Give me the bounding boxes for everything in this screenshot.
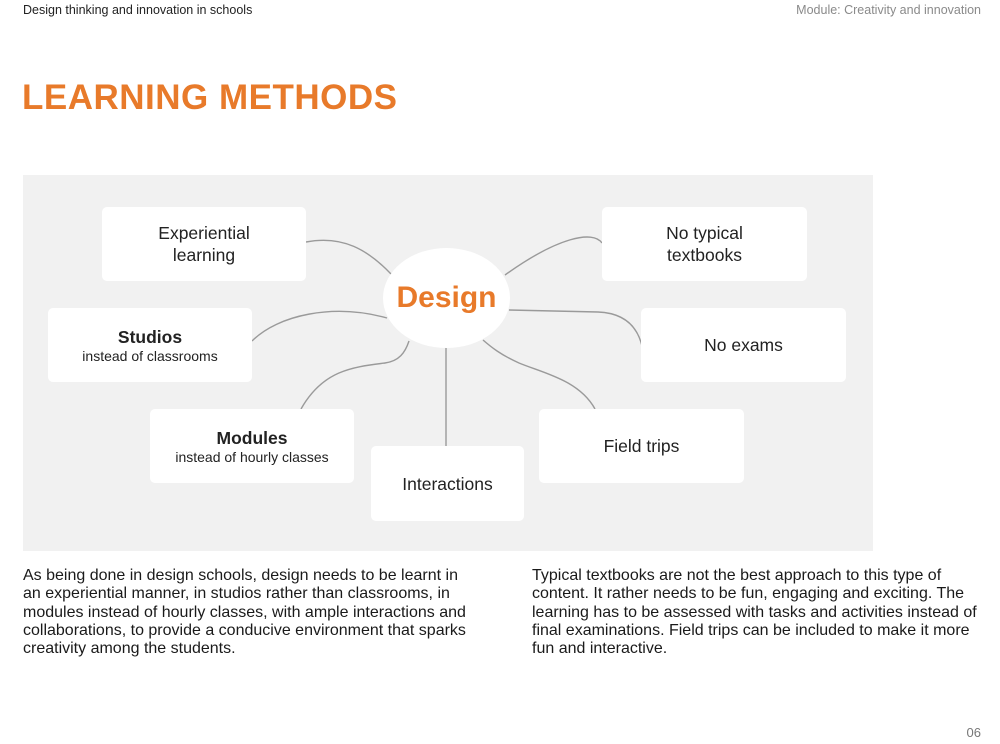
- connector-experiential: [305, 239, 392, 275]
- node-no-exams-label: No exams: [704, 335, 783, 355]
- node-modules: Modules instead of hourly classes: [150, 409, 354, 483]
- node-no-exams: No exams: [641, 308, 846, 382]
- connector-field-trips: [482, 339, 596, 410]
- body-paragraph-left: As being done in design schools, design …: [23, 567, 466, 658]
- center-node-design: Design: [383, 248, 510, 348]
- header-module-label: Module: Creativity and innovation: [796, 3, 981, 17]
- connector-studios: [251, 310, 388, 342]
- node-interactions: Interactions: [371, 446, 524, 521]
- node-no-textbooks-label: No typical textbooks: [666, 223, 743, 265]
- mind-map-diagram: Design Experiential learning Studios ins…: [23, 175, 873, 551]
- connector-modules: [300, 340, 410, 410]
- connector-lines: [251, 236, 643, 447]
- node-studios-sublabel: instead of classrooms: [82, 347, 218, 364]
- body-paragraph-right: Typical textbooks are not the best appro…: [532, 567, 977, 658]
- node-experiential-learning: Experiential learning: [102, 207, 306, 281]
- node-field-trips-label: Field trips: [603, 436, 680, 456]
- node-studios: Studios instead of classrooms: [48, 308, 252, 382]
- header-course-title: Design thinking and innovation in school…: [23, 3, 253, 17]
- connector-no-textbooks: [504, 236, 603, 276]
- node-interactions-label: Interactions: [402, 473, 493, 494]
- node-experiential-label: Experiential learning: [158, 223, 250, 265]
- node-no-typical-textbooks: No typical textbooks: [602, 207, 807, 281]
- node-studios-label: Studios: [117, 326, 183, 347]
- node-modules-sublabel: instead of hourly classes: [175, 448, 329, 465]
- node-modules-label: Modules: [216, 427, 288, 448]
- page-title: LEARNING METHODS: [22, 78, 398, 117]
- connector-no-exams: [508, 309, 643, 347]
- page-number: 06: [966, 725, 981, 740]
- node-field-trips: Field trips: [539, 409, 744, 483]
